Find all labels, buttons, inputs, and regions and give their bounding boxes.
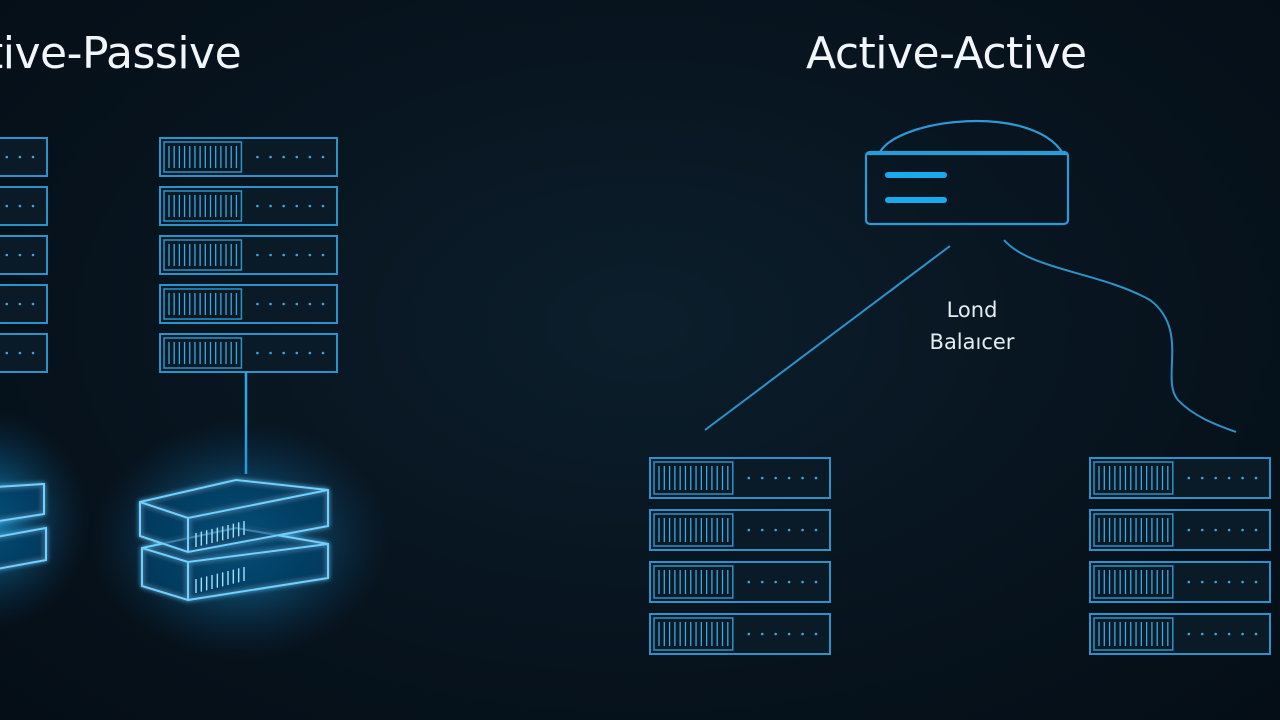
server-rack-active-right: [1089, 457, 1271, 655]
server-rack-left-partial: [0, 137, 48, 373]
server-unit: [159, 284, 338, 324]
server-unit: [0, 284, 48, 324]
server-unit: [1089, 613, 1271, 655]
server-unit: [159, 137, 338, 177]
title-active-active: Active-Active: [806, 28, 1087, 79]
standby-vent-marks: [195, 521, 245, 593]
server-unit: [0, 235, 48, 275]
lb-link-right: [1003, 239, 1237, 433]
server-unit: [1089, 457, 1271, 499]
standby-unit-left-partial: [0, 482, 47, 570]
server-unit: [0, 186, 48, 226]
server-rack-passive: [159, 137, 338, 373]
load-balancer-indicator: [885, 172, 947, 203]
server-unit: [159, 186, 338, 226]
standby-unit: [139, 478, 329, 602]
standby-glow-left: [0, 410, 90, 630]
server-unit: [649, 613, 831, 655]
server-unit: [0, 333, 48, 373]
server-rack-active-left: [649, 457, 831, 655]
load-balancer-label-line1: Lond: [946, 298, 998, 322]
lb-link-left: [704, 245, 951, 431]
server-unit: [1089, 509, 1271, 551]
server-unit: [649, 457, 831, 499]
server-unit: [0, 137, 48, 177]
server-unit: [159, 235, 338, 275]
title-active-passive: tive-Passive: [0, 28, 242, 79]
load-balancer-label: Lond Balaıcer: [904, 294, 1040, 358]
server-unit: [649, 561, 831, 603]
server-unit: [159, 333, 338, 373]
load-balancer-label-line2: Balaıcer: [929, 330, 1015, 354]
load-balancer-device: [864, 119, 1070, 226]
server-unit: [649, 509, 831, 551]
server-unit: [1089, 561, 1271, 603]
